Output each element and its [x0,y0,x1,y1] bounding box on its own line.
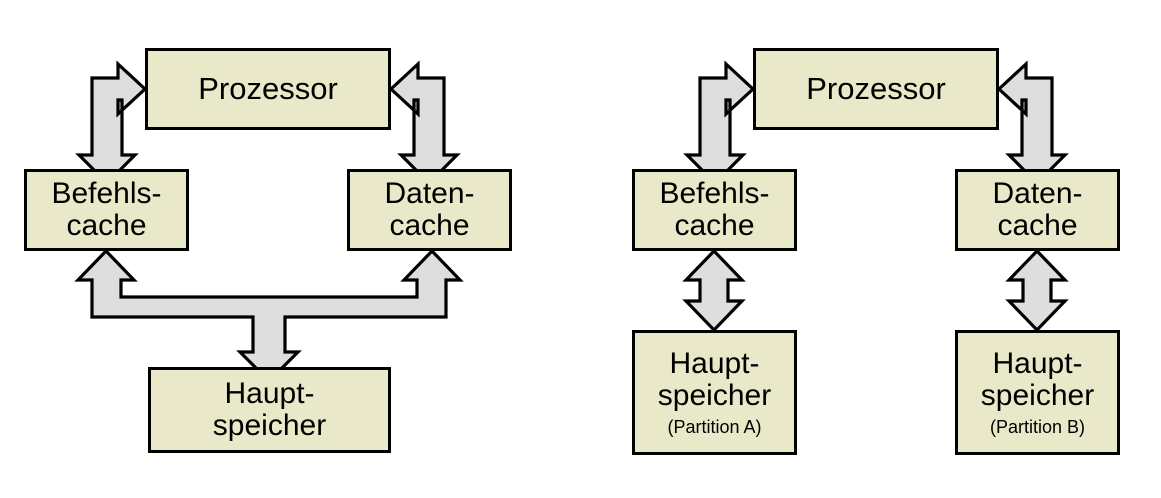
left-main-memory-box[interactable]: Haupt- speicher [148,367,391,453]
left-processor-box[interactable]: Prozessor [145,48,391,130]
arrow-processor-data-cache-left [388,60,461,186]
right-instruction-cache-label-line2: cache [674,209,755,242]
left-data-cache-label-line1: Daten- [384,177,475,211]
partition-b-label-line2: speicher [980,378,1095,412]
left-instruction-cache-box[interactable]: Befehls- cache [24,169,189,251]
right-data-cache-box[interactable]: Daten- cache [955,169,1120,251]
left-data-cache-box[interactable]: Daten- cache [347,169,512,251]
left-main-memory-label-line2: speicher [212,409,327,442]
arrow-data-cache-partition-b [1005,248,1069,333]
partition-a-label-line2: speicher [657,378,772,412]
right-instruction-cache-label-line1: Befehls- [659,177,770,211]
left-main-memory-label-line1: Haupt- [224,377,315,411]
left-processor-label: Prozessor [198,70,338,106]
arrow-processor-instruction-cache-left [75,60,148,186]
left-instruction-cache-label-line2: cache [66,209,147,242]
partition-a-sublabel: (Partition A) [667,416,762,437]
partition-b-label-line1: Haupt- [992,347,1083,381]
arrow-instruction-cache-partition-a [682,248,746,333]
left-data-cache-label-line2: cache [389,209,470,242]
arrow-processor-data-cache-right [996,60,1069,186]
partition-b-sublabel: (Partition B) [989,416,1086,437]
right-instruction-cache-box[interactable]: Befehls- cache [632,169,797,251]
arrow-caches-main-memory-bus-left [74,248,464,384]
arrow-processor-instruction-cache-right [683,60,756,186]
right-processor-box[interactable]: Prozessor [753,48,999,130]
right-data-cache-label-line2: cache [997,209,1078,242]
right-main-memory-partition-b-box[interactable]: Haupt- speicher (Partition B) [955,330,1120,455]
left-instruction-cache-label-line1: Befehls- [51,177,162,211]
right-data-cache-label-line1: Daten- [992,177,1083,211]
right-main-memory-partition-a-box[interactable]: Haupt- speicher (Partition A) [632,330,797,455]
right-processor-label: Prozessor [806,70,946,106]
partition-a-label-line1: Haupt- [669,347,760,381]
